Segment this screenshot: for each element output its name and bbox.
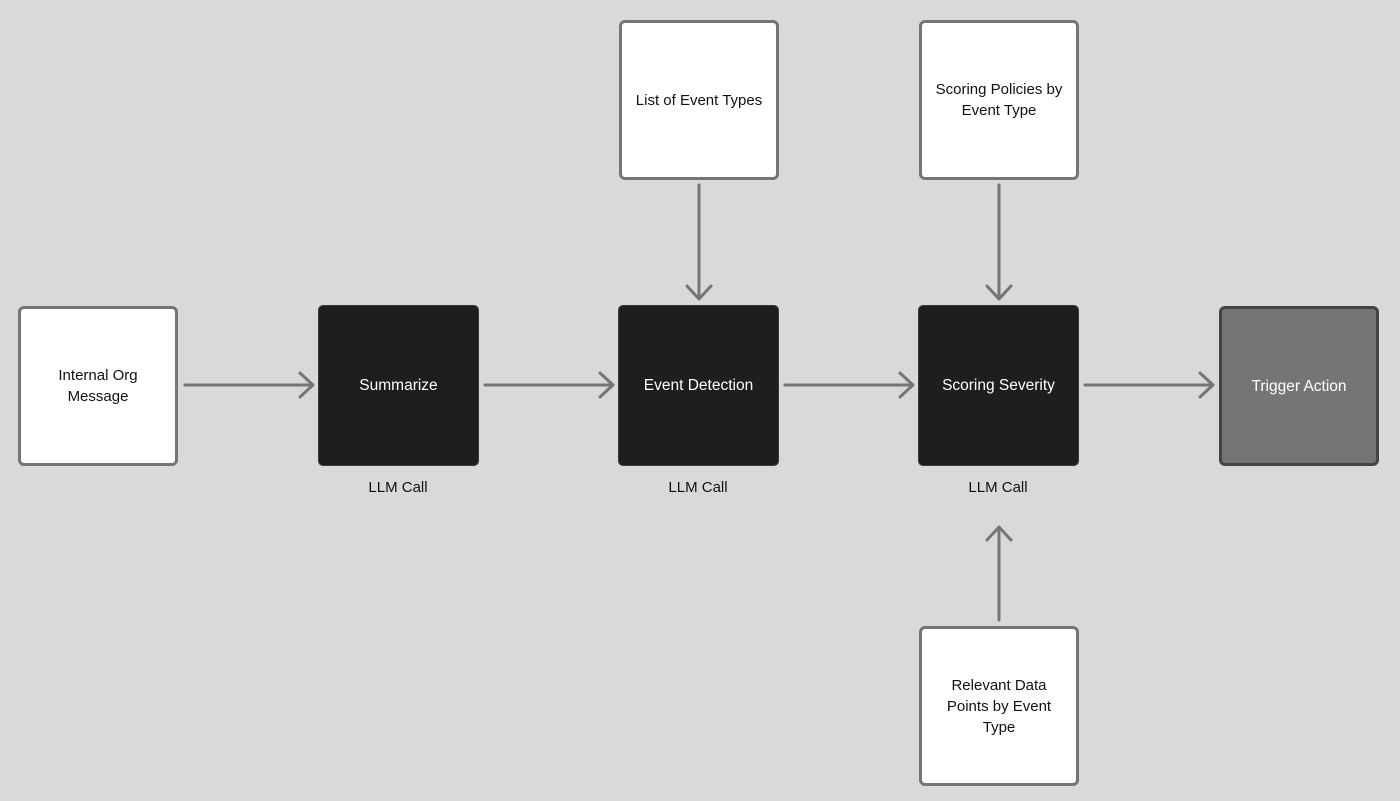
event-detection-caption: LLM Call [668,479,728,496]
event-detection-label: Event Detection [643,377,754,394]
relevant-data-label: Relevant Data Points by Event Type [946,676,1052,736]
event-detection-node: Event Detection [618,305,779,466]
scoring-policies-node: Scoring Policies by Event Type [919,20,1079,180]
event-types-node: List of Event Types [619,20,779,180]
trigger-action-label: Trigger Action [1251,377,1347,395]
scoring-severity-caption: LLM Call [968,479,1028,496]
arrow-summarize-to-event-detection [483,371,615,399]
scoring-severity-node: Scoring Severity [918,305,1079,466]
arrow-input-to-summarize [183,371,315,399]
summarize-caption: LLM Call [368,479,428,496]
arrow-event-types-to-event-detection [685,183,713,301]
input-message-label: Internal Org Message [58,367,138,405]
scoring-severity-label: Scoring Severity [942,377,1055,394]
relevant-data-node: Relevant Data Points by Event Type [919,626,1079,786]
scoring-policies-label: Scoring Policies by Event Type [935,81,1063,119]
arrow-relevant-data-to-scoring-severity [985,525,1013,622]
event-types-label: List of Event Types [635,91,763,109]
arrow-scoring-severity-to-trigger-action [1083,371,1215,399]
arrow-event-detection-to-scoring-severity [783,371,915,399]
summarize-node: Summarize [318,305,479,466]
trigger-action-node: Trigger Action [1219,306,1379,466]
input-message-node: Internal Org Message [18,306,178,466]
arrow-scoring-policies-to-scoring-severity [985,183,1013,301]
summarize-label: Summarize [359,377,438,394]
